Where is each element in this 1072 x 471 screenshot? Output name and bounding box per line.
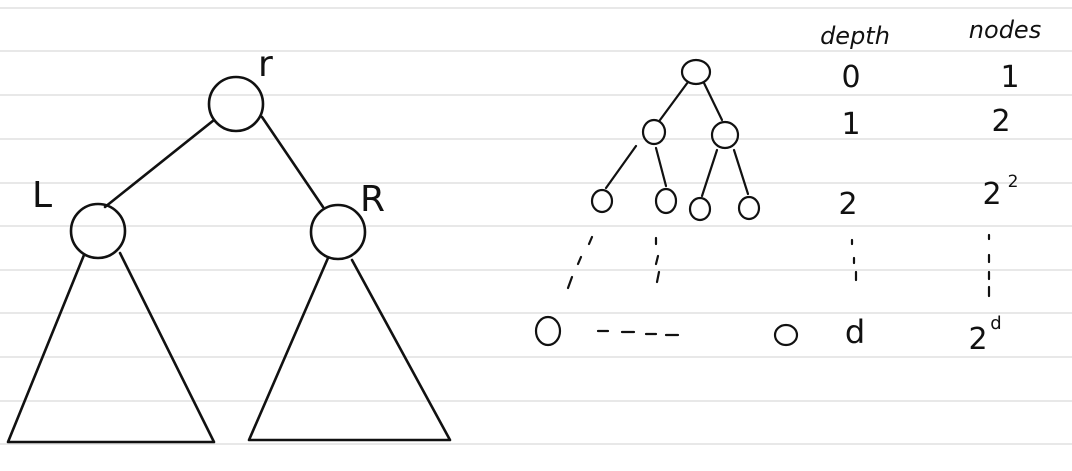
tree-node-depth-d [534,315,562,347]
nodes-value-exponent: 2 [1008,172,1019,192]
tree-node-depth-1 [641,118,667,146]
depth-value: 0 [841,60,860,95]
edge [658,80,690,122]
depth-nodes-table: depth nodes 0 1 1 2 2 2 2 d 2 d [820,16,1041,357]
edge-root-left [103,118,216,209]
tree-node-depth-0 [680,58,712,86]
binary-tree-diagram [6,75,452,444]
depth-header: depth [820,22,890,50]
dashed-continuation-middle [654,236,661,284]
depth-value: d [845,313,865,351]
left-child-label: L [32,175,52,216]
tree-node-depth-2 [654,187,678,215]
full-binary-tree-sketch [534,58,799,347]
root-node [207,75,265,133]
root-label: r [258,44,273,85]
dashed-continuation-left [566,235,594,290]
nodes-value-base: 2 [982,177,1001,212]
depth-value: 1 [841,107,860,142]
table-ellipsis [850,233,991,298]
nodes-header: nodes [969,16,1041,44]
edge [702,81,724,122]
tree-node-depth-2 [688,196,712,222]
ruled-lines [0,7,1072,445]
tree-node-depth-1 [710,120,740,150]
depth-ellipsis [850,238,858,282]
nodes-value-base: 2 [968,322,987,357]
right-child-label: R [360,179,385,220]
nodes-value-exponent: d [990,313,1001,334]
tree-node-depth-d [773,323,799,347]
nodes-value: 1 [1000,60,1019,95]
left-child-node [69,202,127,260]
left-subtree-triangle [6,251,216,444]
dashed-row-connector [596,329,680,337]
edge [700,148,719,198]
edge [604,144,638,190]
edge-root-right [260,115,325,209]
right-child-node [309,203,367,261]
depth-value: 2 [838,187,857,222]
nodes-value: 2 [991,104,1010,139]
edge [654,146,668,188]
tree-node-depth-2 [590,188,614,214]
tree-node-depth-2 [737,195,761,221]
edge [732,148,750,196]
right-subtree-triangle [247,256,452,442]
